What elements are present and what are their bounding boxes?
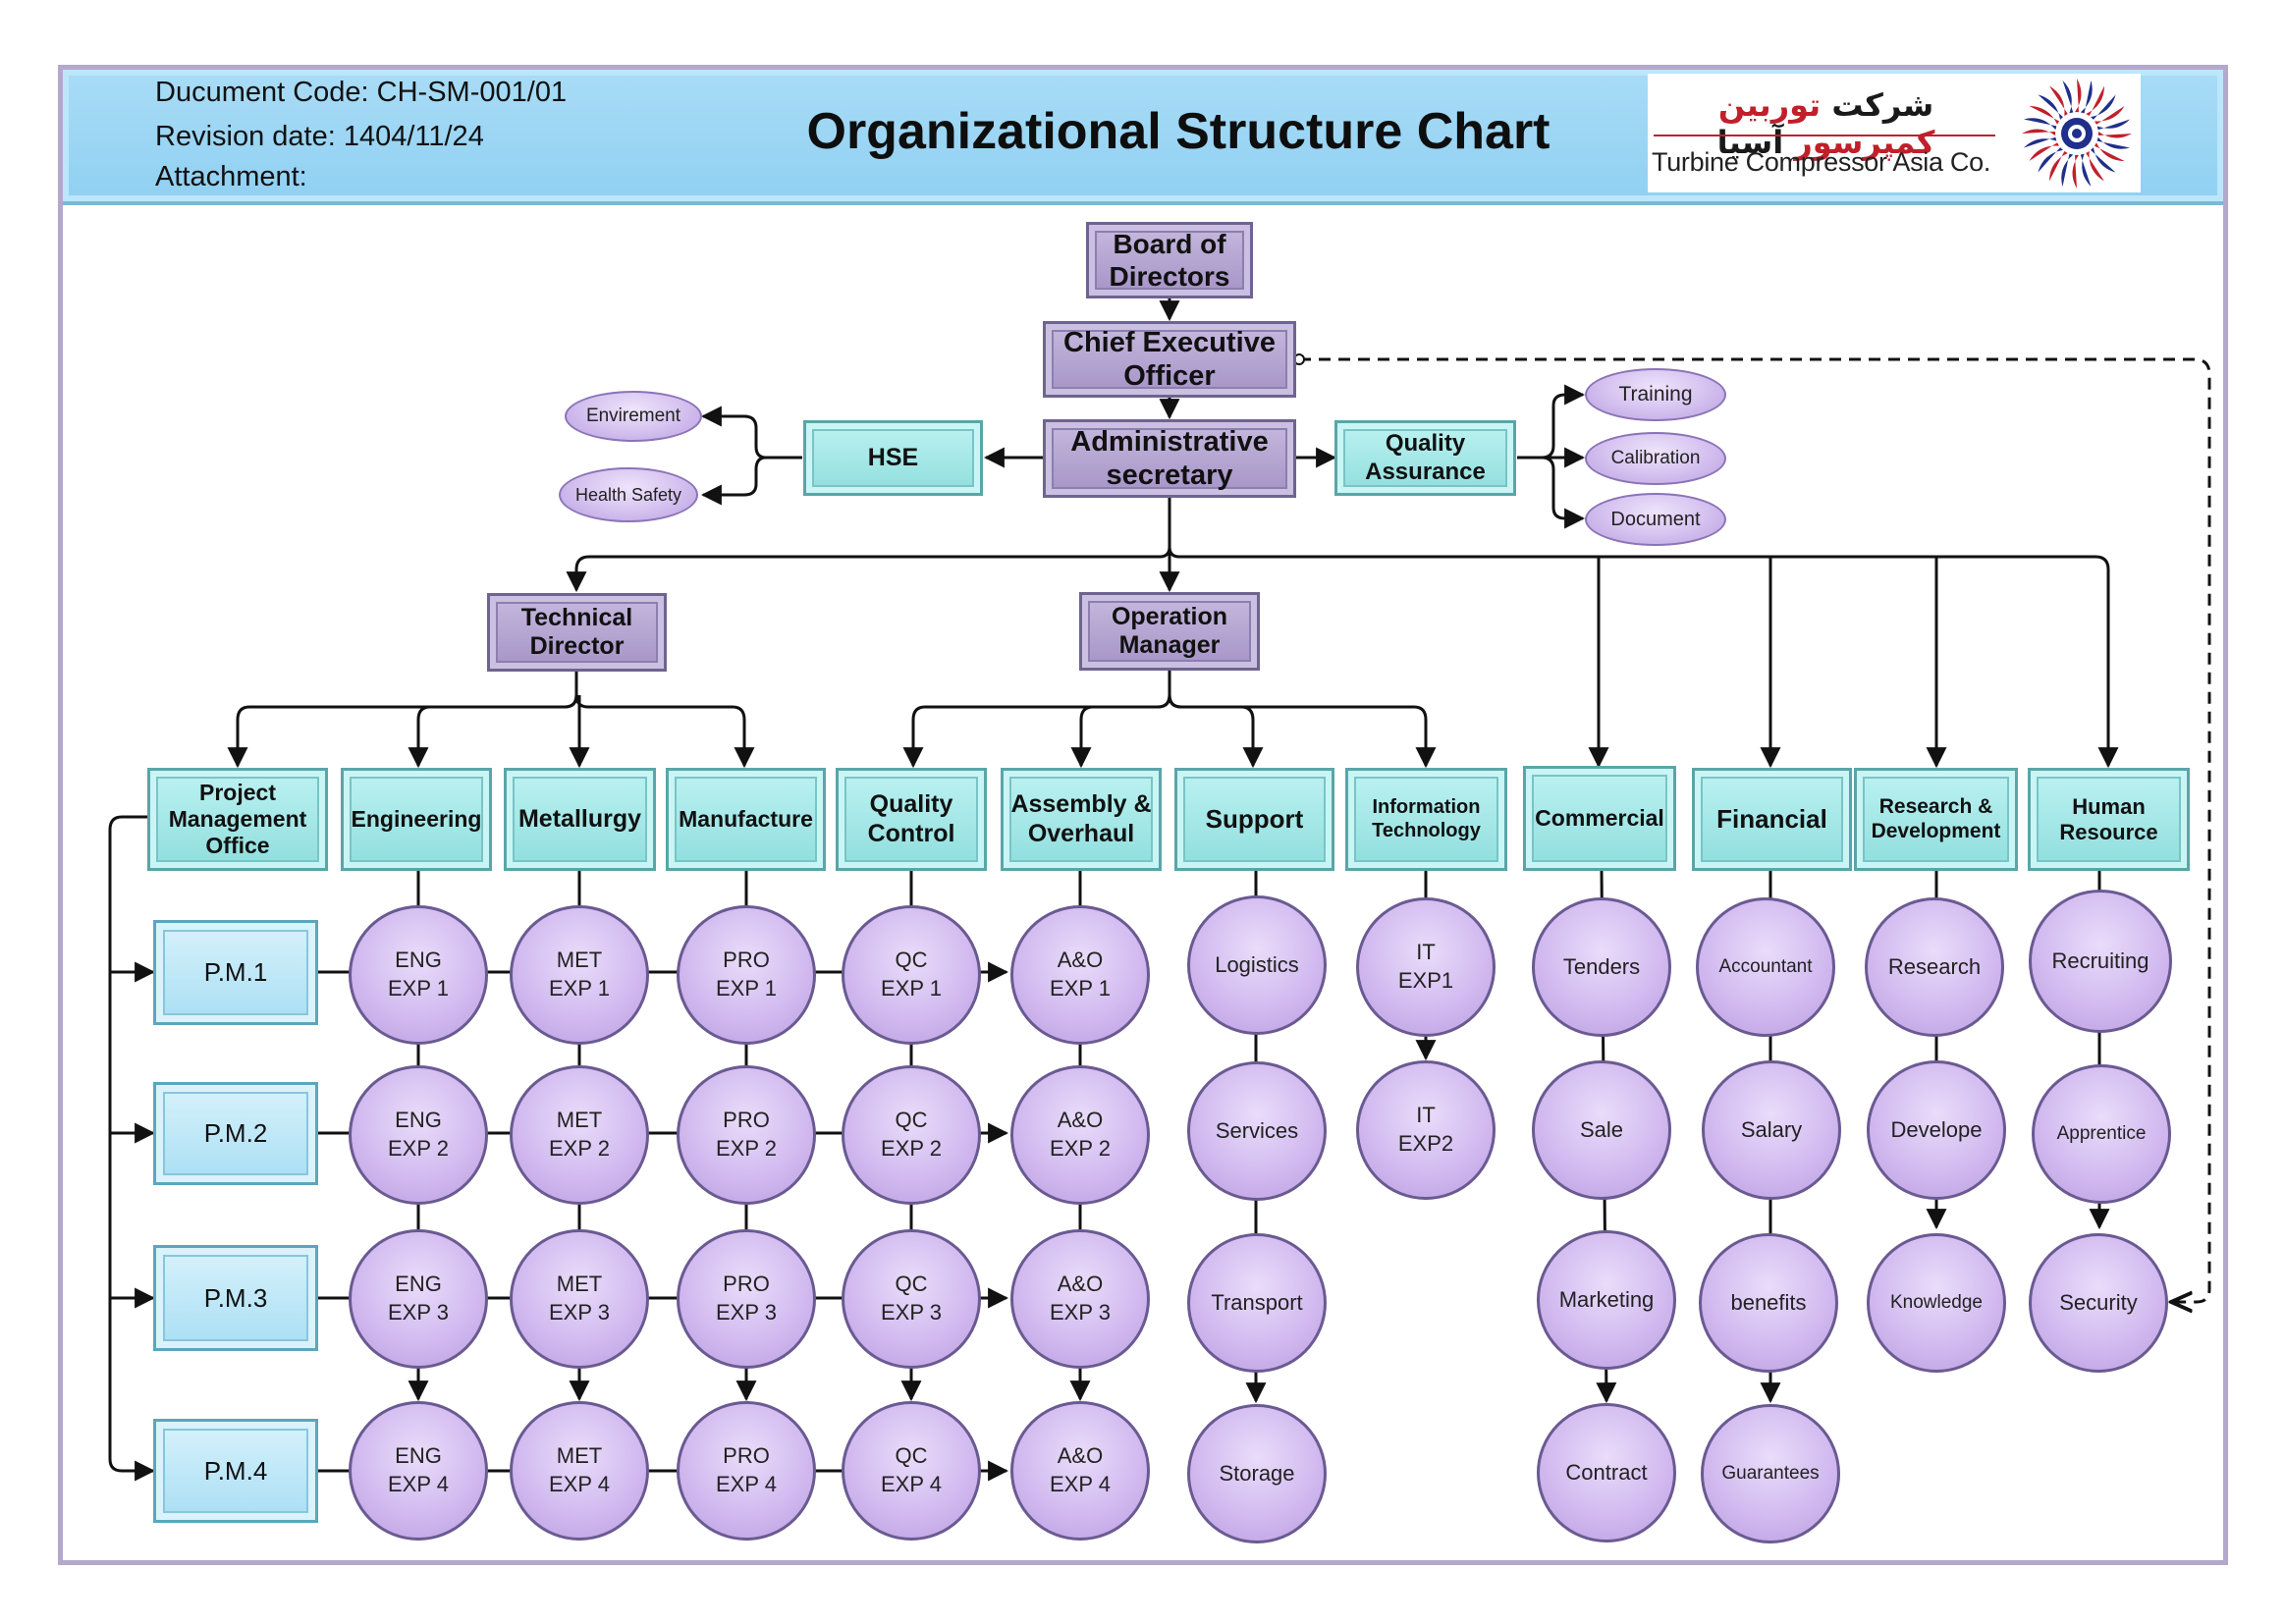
ao-exp-circle: A&O EXP 1 xyxy=(1010,905,1150,1045)
revision-date: Revision date: 1404/11/24 xyxy=(155,121,484,152)
health-safety-oval: Health Safety xyxy=(559,467,698,522)
technical-director-box: Technical Director xyxy=(487,593,667,672)
pm-box: P.M.4 xyxy=(153,1419,318,1523)
met-exp-circle: MET EXP 3 xyxy=(510,1229,649,1369)
financial-circle-salary: Salary xyxy=(1702,1060,1841,1200)
department-support: Support xyxy=(1174,768,1334,871)
research-circle-knowledge: Knowledge xyxy=(1867,1233,2006,1373)
it-exp-circle: IT EXP1 xyxy=(1356,897,1496,1037)
qc-exp-circle: QC EXP 2 xyxy=(842,1065,981,1205)
ao-exp-circle: A&O EXP 4 xyxy=(1010,1401,1150,1541)
administrative-secretary-box: Administrative secretary xyxy=(1043,419,1296,498)
department-research-development: Research & Development xyxy=(1854,768,2018,871)
operation-manager-box: Operation Manager xyxy=(1079,592,1260,671)
pro-exp-circle: PRO EXP 4 xyxy=(677,1401,816,1541)
department-manufacture: Manufacture xyxy=(666,768,826,871)
page-frame xyxy=(58,65,2228,1565)
document-code: Ducument Code: CH-SM-001/01 xyxy=(155,77,568,108)
hse-box: HSE xyxy=(803,420,983,496)
met-exp-circle: MET EXP 2 xyxy=(510,1065,649,1205)
ao-exp-circle: A&O EXP 2 xyxy=(1010,1065,1150,1205)
department-engineering: Engineering xyxy=(341,768,492,871)
department-assembly-overhaul: Assembly & Overhaul xyxy=(1001,768,1162,871)
it-exp-circle: IT EXP2 xyxy=(1356,1060,1496,1200)
commercial-circle-contract: Contract xyxy=(1537,1403,1676,1543)
eng-exp-circle: ENG EXP 1 xyxy=(349,905,488,1045)
department-financial: Financial xyxy=(1692,768,1852,871)
eng-exp-circle: ENG EXP 2 xyxy=(349,1065,488,1205)
department-quality-control: Quality Control xyxy=(836,768,987,871)
logo-emblem-icon xyxy=(2022,79,2132,189)
logo-english-name: Turbine Compressor Asia Co. xyxy=(1652,147,1991,177)
commercial-circle-sale: Sale xyxy=(1532,1060,1671,1200)
eng-exp-circle: ENG EXP 4 xyxy=(349,1401,488,1541)
document-oval: Document xyxy=(1585,493,1726,546)
research-circle-develope: Develope xyxy=(1867,1060,2006,1200)
logo-persian-name: شرکت توربین کمپرسور آسیا xyxy=(1716,86,1935,161)
ao-exp-circle: A&O EXP 3 xyxy=(1010,1229,1150,1369)
pro-exp-circle: PRO EXP 2 xyxy=(677,1065,816,1205)
qc-exp-circle: QC EXP 1 xyxy=(842,905,981,1045)
department-project-management-office: Project Management Office xyxy=(147,768,328,871)
hr-circle-security: Security xyxy=(2029,1233,2168,1373)
pro-exp-circle: PRO EXP 1 xyxy=(677,905,816,1045)
hr-circle-apprentice: Apprentice xyxy=(2032,1064,2171,1204)
support-circle-logistics: Logistics xyxy=(1187,895,1327,1035)
financial-circle-accountant: Accountant xyxy=(1696,897,1835,1037)
calibration-oval: Calibration xyxy=(1585,432,1726,485)
page-title: Organizational Structure Chart xyxy=(806,103,1551,160)
qc-exp-circle: QC EXP 4 xyxy=(842,1401,981,1541)
pm-box: P.M.3 xyxy=(153,1245,318,1351)
logo-underline xyxy=(1654,135,1995,136)
commercial-circle-tenders: Tenders xyxy=(1532,897,1671,1037)
support-circle-services: Services xyxy=(1187,1061,1327,1201)
quality-assurance-box: Quality Assurance xyxy=(1334,420,1516,496)
pro-exp-circle: PRO EXP 3 xyxy=(677,1229,816,1369)
environment-oval: Envirement xyxy=(565,391,702,442)
department-metallurgy: Metallurgy xyxy=(504,768,656,871)
department-human-resource: Human Resource xyxy=(2028,768,2190,871)
met-exp-circle: MET EXP 1 xyxy=(510,905,649,1045)
training-oval: Training xyxy=(1585,368,1726,421)
financial-circle-guarantees: Guarantees xyxy=(1701,1404,1840,1543)
financial-circle-benefits: benefits xyxy=(1699,1233,1838,1373)
commercial-circle-marketing: Marketing xyxy=(1537,1230,1676,1370)
qc-exp-circle: QC EXP 3 xyxy=(842,1229,981,1369)
attachment-label: Attachment: xyxy=(155,161,307,192)
research-circle-research: Research xyxy=(1865,897,2004,1037)
eng-exp-circle: ENG EXP 3 xyxy=(349,1229,488,1369)
hr-circle-recruiting: Recruiting xyxy=(2029,890,2172,1033)
support-circle-storage: Storage xyxy=(1187,1404,1327,1543)
company-logo xyxy=(1648,74,2141,192)
department-commercial: Commercial xyxy=(1523,766,1676,871)
pm-box: P.M.2 xyxy=(153,1082,318,1185)
support-circle-transport: Transport xyxy=(1187,1233,1327,1373)
department-information-technology: Information Technology xyxy=(1345,768,1507,871)
pm-box: P.M.1 xyxy=(153,920,318,1025)
met-exp-circle: MET EXP 4 xyxy=(510,1401,649,1541)
board-of-directors-box: Board of Directors xyxy=(1086,222,1253,298)
ceo-box: Chief Executive Officer xyxy=(1043,321,1296,398)
